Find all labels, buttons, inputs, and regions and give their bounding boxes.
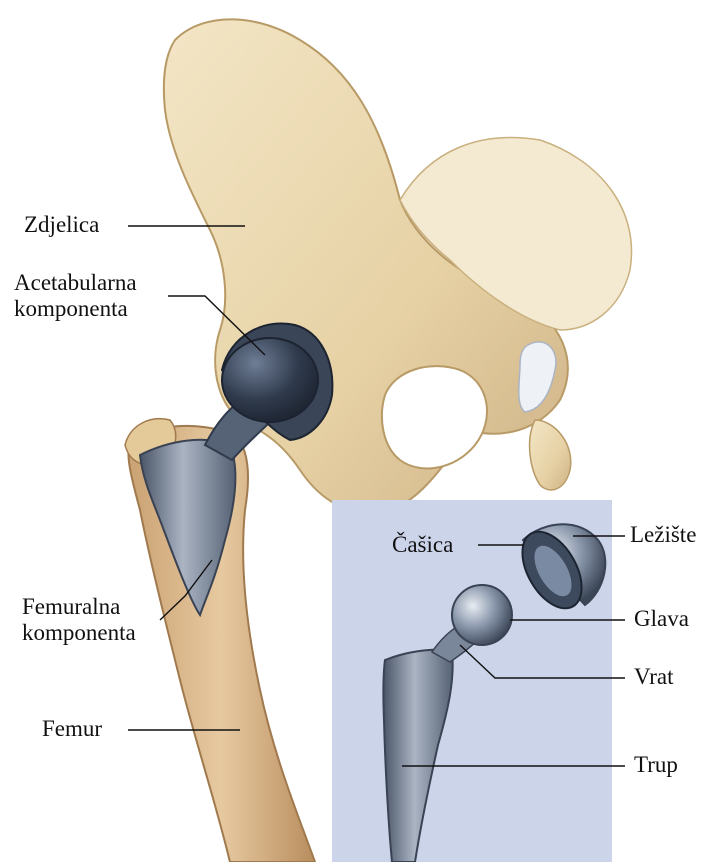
ischium (530, 420, 571, 490)
label-femur: Femur (42, 716, 102, 742)
inset-head (452, 585, 512, 645)
label-acetabular-component: Acetabularna komponenta (14, 270, 184, 322)
obturator-foramen (382, 366, 487, 468)
label-cup: Čašica (392, 532, 453, 558)
label-acetabular-line2: komponenta (14, 296, 184, 322)
label-femoral-line1: Femuralna (22, 594, 172, 620)
label-femoral-line2: komponenta (22, 620, 172, 646)
label-head: Glava (634, 606, 689, 632)
label-stem: Trup (634, 752, 678, 778)
femoral-head-ball (222, 338, 318, 422)
label-femoral-component: Femuralna komponenta (22, 594, 172, 646)
label-pelvis: Zdjelica (24, 212, 99, 238)
label-acetabular-line1: Acetabularna (14, 270, 184, 296)
label-neck: Vrat (634, 664, 674, 690)
label-liner: Ležište (630, 522, 696, 548)
